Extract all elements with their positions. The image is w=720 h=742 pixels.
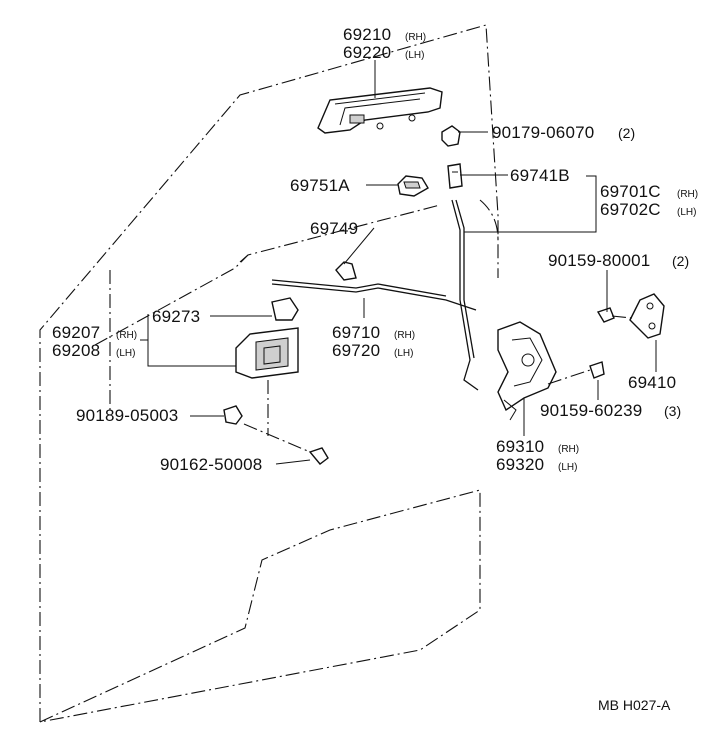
callout-labels: 69210 (RH) 69220 (LH) 90179-06070 (2) 69… [52, 25, 698, 713]
label-69207-side: (RH) [116, 330, 137, 341]
label-69320: 69320 [496, 455, 544, 474]
label-69410: 69410 [628, 373, 676, 392]
label-90179-06070: 90179-06070 [492, 123, 594, 142]
nut-90179 [441, 125, 461, 147]
label-69273: 69273 [152, 307, 200, 326]
label-90159-60239-qty: (3) [664, 403, 681, 419]
screw-90162 [243, 380, 329, 465]
door-outline [39, 24, 499, 723]
striker-69410 [596, 293, 665, 339]
label-69741B: 69741B [510, 166, 570, 185]
control-rod [451, 199, 479, 391]
link-rod [271, 279, 477, 311]
label-69210: 69210 [343, 25, 391, 44]
label-90159-60239: 90159-60239 [540, 401, 642, 420]
label-69720: 69720 [332, 341, 380, 360]
door-lock-assembly [497, 321, 557, 421]
label-69710: 69710 [332, 323, 380, 342]
label-69702C: 69702C [600, 200, 661, 219]
label-69208-side: (LH) [116, 348, 135, 359]
diagram-code: MB H027-A [598, 697, 671, 713]
label-90179-qty: (2) [618, 125, 635, 141]
label-69310: 69310 [496, 437, 544, 456]
outside-handle [317, 87, 443, 134]
label-90189-05003: 90189-05003 [76, 406, 178, 425]
label-69701C-side: (RH) [677, 189, 698, 200]
clip-69751A [397, 175, 429, 197]
grommet-90189 [223, 405, 243, 425]
label-69220-side: (LH) [405, 50, 424, 61]
label-69701C: 69701C [600, 182, 661, 201]
clip-69749 [335, 261, 357, 281]
inside-handle [235, 327, 299, 379]
label-69720-side: (LH) [394, 348, 413, 359]
label-90159-80001-qty: (2) [672, 253, 689, 269]
label-69220: 69220 [343, 43, 391, 62]
label-69710-side: (RH) [394, 330, 415, 341]
label-69310-side: (RH) [558, 444, 579, 455]
leader-lines [140, 60, 657, 465]
label-69208: 69208 [52, 341, 100, 360]
screw-90159-60239 [547, 361, 605, 385]
label-90162-50008: 90162-50008 [160, 455, 262, 474]
label-69210-side: (RH) [405, 32, 426, 43]
bracket-69273 [271, 297, 299, 321]
label-69320-side: (LH) [558, 462, 577, 473]
clip-69741B [447, 163, 463, 189]
label-69207: 69207 [52, 323, 100, 342]
label-69702C-side: (LH) [677, 207, 696, 218]
label-69751A: 69751A [290, 176, 350, 195]
label-69749: 69749 [310, 219, 358, 238]
label-90159-80001: 90159-80001 [548, 251, 650, 270]
